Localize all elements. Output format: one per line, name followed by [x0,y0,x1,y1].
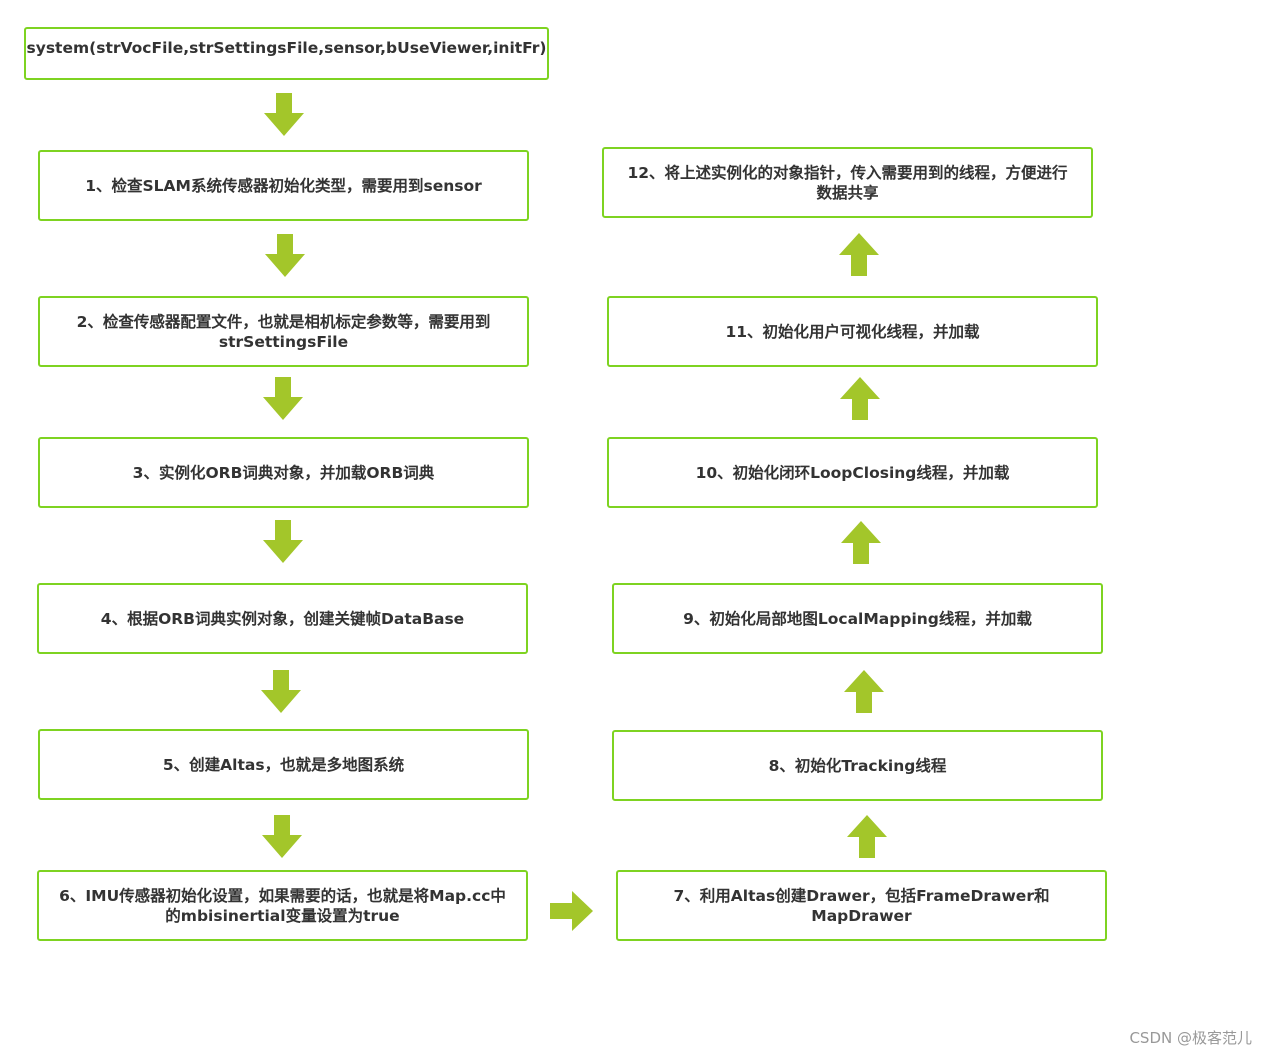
node-step-4: 4、根据ORB词典实例对象，创建关键帧DataBase [37,583,528,654]
node-step-8: 8、初始化Tracking线程 [612,730,1103,801]
arrow-shape [262,815,302,858]
arrow-down-icon [264,93,304,136]
arrow-shape [263,377,303,420]
node-step-6-label: 6、IMU传感器初始化设置，如果需要的话，也就是将Map.cc中的mbisine… [59,886,506,925]
node-step-9: 9、初始化局部地图LocalMapping线程，并加载 [612,583,1103,654]
node-step-10: 10、初始化闭环LoopClosing线程，并加载 [607,437,1098,508]
node-step-2-label: 2、检查传感器配置文件，也就是相机标定参数等，需要用到strSettingsFi… [76,312,491,351]
arrow-up-icon [844,670,884,713]
arrow-shape [261,670,301,713]
arrow-right-icon [550,891,593,931]
node-system-label: system(strVocFile,strSettingsFile,sensor… [26,39,547,57]
node-step-7-label: 7、利用Altas创建Drawer，包括FrameDrawer和MapDrawe… [673,886,1050,925]
node-step-8-label: 8、初始化Tracking线程 [768,756,947,775]
node-step-9-label: 9、初始化局部地图LocalMapping线程，并加载 [683,609,1032,628]
arrow-down-icon [263,520,303,563]
node-step-10-label: 10、初始化闭环LoopClosing线程，并加载 [695,463,1010,482]
arrow-down-icon [263,377,303,420]
arrow-down-icon [262,815,302,858]
node-step-5: 5、创建Altas，也就是多地图系统 [38,729,529,800]
arrow-shape [847,815,887,858]
arrow-shape [840,377,880,420]
node-step-3: 3、实例化ORB词典对象，并加载ORB词典 [38,437,529,508]
node-step-11: 11、初始化用户可视化线程，并加载 [607,296,1098,367]
arrow-up-icon [839,233,879,276]
node-step-3-label: 3、实例化ORB词典对象，并加载ORB词典 [132,463,435,482]
arrow-down-icon [261,670,301,713]
node-step-12-label: 12、将上述实例化的对象指针，传入需要用到的线程，方便进行数据共享 [627,163,1068,202]
node-step-1-label: 1、检查SLAM系统传感器初始化类型，需要用到sensor [85,176,482,195]
node-step-11-label: 11、初始化用户可视化线程，并加载 [725,322,980,341]
arrow-shape [263,520,303,563]
node-step-2: 2、检查传感器配置文件，也就是相机标定参数等，需要用到strSettingsFi… [38,296,529,367]
node-system: system(strVocFile,strSettingsFile,sensor… [24,27,549,80]
node-step-1: 1、检查SLAM系统传感器初始化类型，需要用到sensor [38,150,529,221]
arrow-shape [839,233,879,276]
arrow-up-icon [841,521,881,564]
node-step-7: 7、利用Altas创建Drawer，包括FrameDrawer和MapDrawe… [616,870,1107,941]
arrow-up-icon [847,815,887,858]
arrow-up-icon [840,377,880,420]
arrow-down-icon [265,234,305,277]
watermark: CSDN @极客范儿 [1129,1029,1252,1047]
arrow-shape [264,93,304,136]
node-step-4-label: 4、根据ORB词典实例对象，创建关键帧DataBase [100,609,465,628]
arrow-shape [265,234,305,277]
arrow-shape [844,670,884,713]
node-step-6: 6、IMU传感器初始化设置，如果需要的话，也就是将Map.cc中的mbisine… [37,870,528,941]
arrow-shape [841,521,881,564]
arrow-shape [550,891,593,931]
node-step-12: 12、将上述实例化的对象指针，传入需要用到的线程，方便进行数据共享 [602,147,1093,218]
node-step-5-label: 5、创建Altas，也就是多地图系统 [162,755,405,774]
